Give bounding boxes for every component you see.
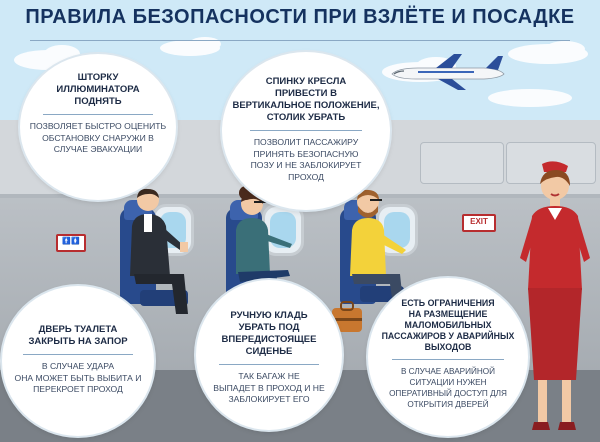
tip-window-shade-body: ПОЗВОЛЯЕТ БЫСТРО ОЦЕНИТЬ ОБСТАНОВКУ СНАР… xyxy=(29,121,167,154)
tip-seat-back-body: ПОЗВОЛИТ ПАССАЖИРУ ПРИНЯТЬ БЕЗОПАСНУЮ ПО… xyxy=(250,137,362,182)
exit-sign: EXIT xyxy=(462,214,496,232)
tip-seat-back-heading: СПИНКУ КРЕСЛА ПРИВЕСТИ В ВЕРТИКАЛЬНОЕ ПО… xyxy=(232,76,380,123)
tip-exit-rows: ЕСТЬ ОГРАНИЧЕНИЯ НА РАЗМЕЩЕНИЕ МАЛОМОБИЛ… xyxy=(368,278,528,436)
tip-seat-back: СПИНКУ КРЕСЛА ПРИВЕСТИ В ВЕРТИКАЛЬНОЕ ПО… xyxy=(222,52,390,210)
tip-window-shade-heading: ШТОРКУ ИЛЛЮМИНАТОРА ПОДНЯТЬ xyxy=(56,72,140,107)
tip-exit-rows-body: В СЛУЧАЕ АВАРИЙНОЙ СИТУАЦИИ НУЖЕН ОПЕРАТ… xyxy=(389,367,507,409)
flight-attendant-icon xyxy=(520,161,590,430)
tip-hand-luggage-heading: РУЧНУЮ КЛАДЬ УБРАТЬ ПОД ВПЕРЕДИСТОЯЩЕЕ С… xyxy=(221,310,317,357)
tip-hand-luggage: РУЧНУЮ КЛАДЬ УБРАТЬ ПОД ВПЕРЕДИСТОЯЩЕЕ С… xyxy=(196,280,342,430)
tip-toilet-door-body: В СЛУЧАЕ УДАРА ОНА МОЖЕТ БЫТЬ ВЫБИТА И П… xyxy=(14,361,142,394)
title-divider xyxy=(30,40,570,41)
toilet-sign: 🚹🚺 xyxy=(56,234,86,252)
page-title: ПРАВИЛА БЕЗОПАСНОСТИ ПРИ ВЗЛЁТЕ И ПОСАДК… xyxy=(25,6,575,28)
tip-toilet-door-heading: ДВЕРЬ ТУАЛЕТА ЗАКРЫТЬ НА ЗАПОР xyxy=(28,324,128,347)
tip-hand-luggage-body: ТАК БАГАЖ НЕ ВЫПАДЕТ В ПРОХОД И НЕ ЗАБЛО… xyxy=(213,371,325,404)
tip-exit-rows-heading: ЕСТЬ ОГРАНИЧЕНИЯ НА РАЗМЕЩЕНИЕ МАЛОМОБИЛ… xyxy=(381,298,515,352)
hand-luggage-icon xyxy=(332,301,362,332)
tip-toilet-door: ДВЕРЬ ТУАЛЕТА ЗАКРЫТЬ НА ЗАПОР В СЛУЧАЕ … xyxy=(2,286,154,436)
passenger-bearded-man-icon xyxy=(350,189,406,312)
tip-window-shade: ШТОРКУ ИЛЛЮМИНАТОРА ПОДНЯТЬ ПОЗВОЛЯЕТ БЫ… xyxy=(20,54,176,200)
airplane-icon xyxy=(391,54,505,90)
overhead-bin xyxy=(420,142,504,184)
passenger-man-icon xyxy=(130,188,188,314)
